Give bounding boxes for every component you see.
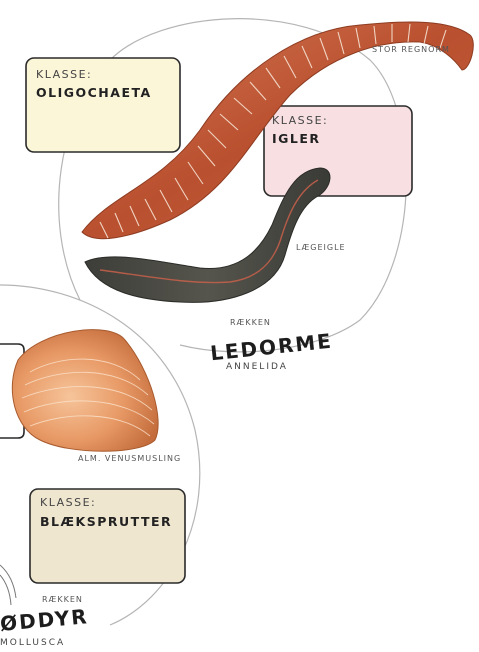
igler-klasse-label: KLASSE:	[272, 114, 328, 127]
mollusca-group-label: RÆKKEN	[42, 595, 83, 604]
oligochaeta-class-name: OLIGOCHAETA	[36, 85, 152, 100]
mollusca-group-latin: MOLLUSCA	[0, 638, 65, 648]
leech-specimen-label: LÆGEIGLE	[296, 243, 346, 252]
oligochaeta-klasse-label: KLASSE:	[36, 68, 92, 81]
venus-clam-specimen-label: ALM. VENUSMUSLING	[78, 454, 181, 463]
annelida-group-latin: ANNELIDA	[226, 362, 288, 372]
igler-class-name: IGLER	[272, 131, 321, 146]
squid-sketch-partial	[0, 565, 16, 605]
annelida-group-label: RÆKKEN	[230, 318, 271, 327]
venus-clam-illustration	[12, 330, 158, 452]
earthworm-specimen-label: STOR REGNORM	[372, 45, 450, 54]
blaeksprutter-class-name: BLÆKSPRUTTER	[40, 514, 172, 529]
blaeksprutter-klasse-label: KLASSE:	[40, 496, 96, 509]
